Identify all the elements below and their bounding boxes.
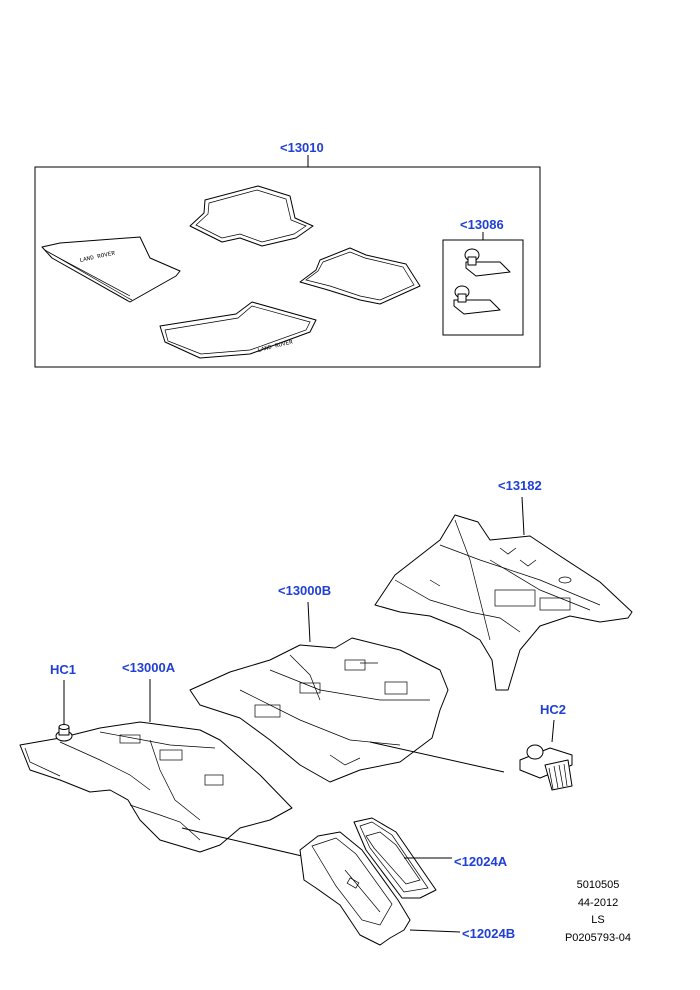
floor-mat-kit-box [34,166,541,368]
footwell-tray-group: <12024A <12024B [181,817,515,946]
footwell-tray-lower[interactable] [299,831,411,946]
callout-hc1[interactable]: HC1 [50,662,76,677]
diagram-code: LS [591,914,605,926]
mat-clip-lower[interactable] [453,285,501,315]
mat-clip-upper[interactable] [464,248,511,277]
callout-hc2[interactable]: HC2 [540,702,566,717]
front-floor-carpet-b-group: <13000B [189,583,449,783]
hc2-fastener[interactable] [519,744,573,791]
mat-rear-right[interactable] [299,247,421,305]
front-floor-carpet-b[interactable] [189,637,449,783]
mat-front-left[interactable]: LAND ROVER [41,236,181,303]
leader-hc2 [551,719,555,743]
diagram-reference: P0205793-04 [564,932,632,944]
front-floor-carpet-a-group: <13000A [19,660,293,853]
mat-front-right[interactable]: LAND ROVER [159,301,317,359]
footwell-tray-upper[interactable] [353,817,437,899]
hc1-fastener[interactable] [55,724,73,742]
callout-12024A[interactable]: <12024A [454,854,508,869]
leader-13182 [521,496,525,536]
leader-hc2-to-carpet-b [369,741,505,773]
callout-13182[interactable]: <13182 [498,478,542,493]
rear-floor-carpet-group: <13182 [374,478,633,691]
floor-mat-kit-group: <13010 LAND ROVER LAND ROVER <13086 [34,140,541,368]
hc1-group: HC1 [50,662,76,742]
rear-floor-carpet[interactable] [374,514,633,691]
clips-box [442,239,524,336]
leader-12024B [409,929,461,933]
callout-13000A[interactable]: <13000A [122,660,176,675]
diagram-date: 44-2012 [577,897,619,909]
diagram-number: 5010505 [576,879,620,891]
callout-12024B[interactable]: <12024B [462,926,515,941]
callout-13086[interactable]: <13086 [460,217,504,232]
leader-tray-to-carpet-a [181,827,303,857]
callout-13010[interactable]: <13010 [280,140,324,155]
leader-13000B [307,601,311,643]
mat-rear-left[interactable] [189,185,314,247]
callout-13000B[interactable]: <13000B [278,583,331,598]
hc2-group: HC2 [369,702,573,791]
front-floor-carpet-a[interactable] [19,721,293,853]
